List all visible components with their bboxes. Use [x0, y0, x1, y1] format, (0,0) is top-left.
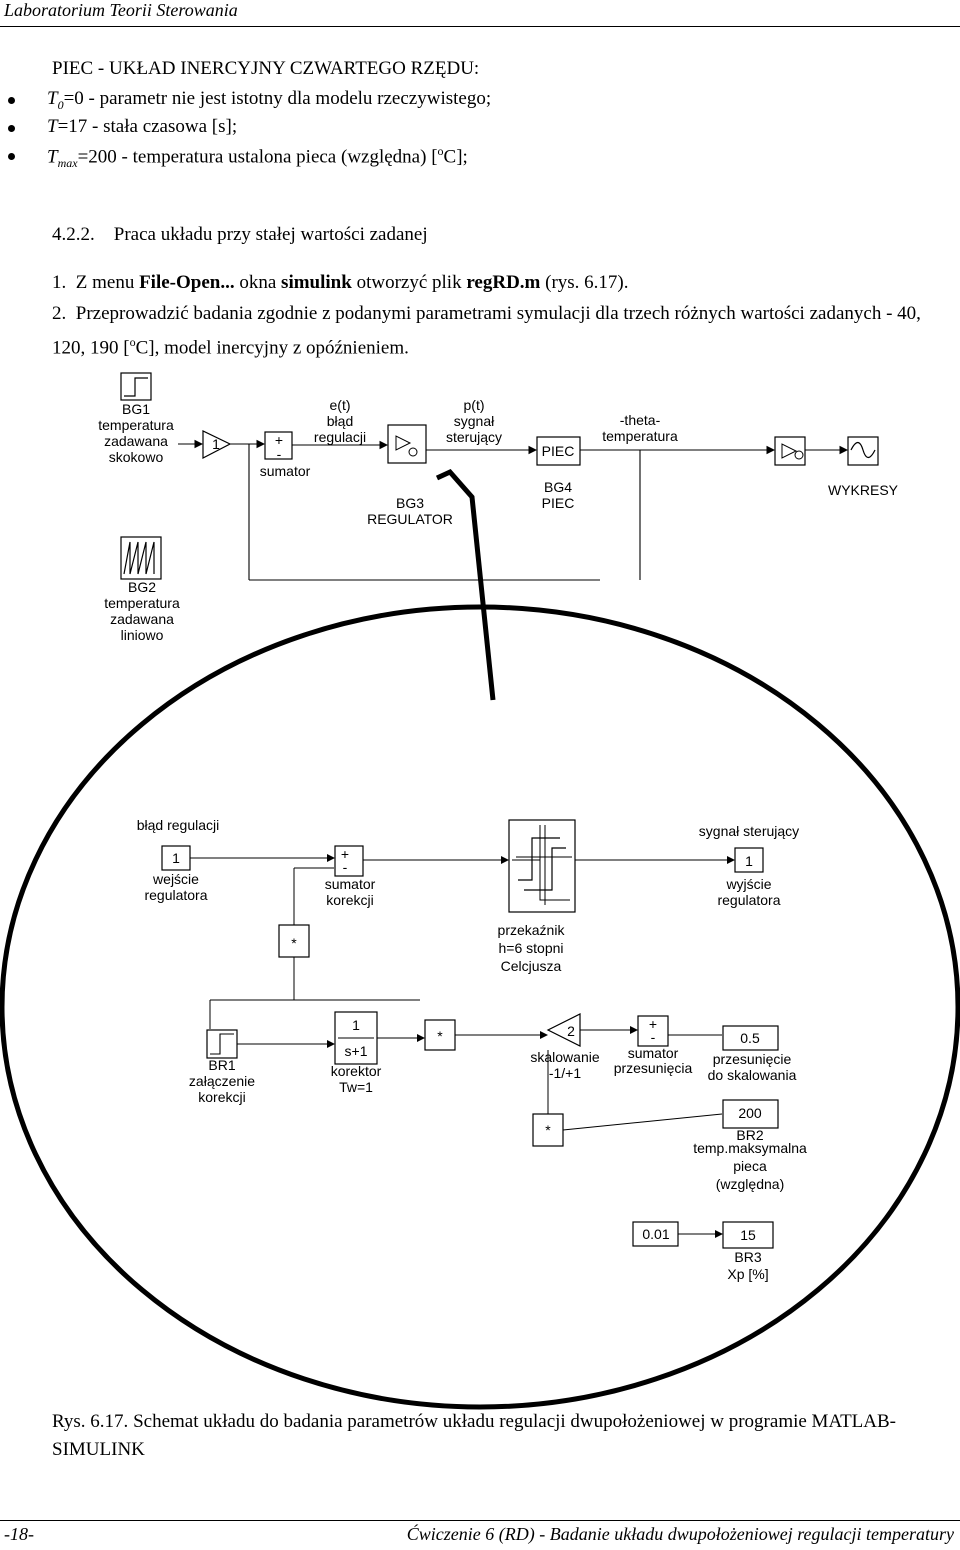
gain-1-value: 1 [212, 436, 220, 452]
svg-text:h=6 stopni: h=6 stopni [499, 940, 564, 956]
relay-block[interactable] [508, 819, 576, 913]
svg-text:błąd regulacji: błąd regulacji [137, 817, 220, 833]
svg-text:+: + [341, 846, 349, 862]
svg-text:sumator: sumator [325, 876, 376, 892]
svg-text:PIEC: PIEC [542, 495, 575, 511]
svg-text:przekaźnik: przekaźnik [498, 922, 566, 938]
bullet-dot-icon [8, 125, 15, 132]
svg-text:0.01: 0.01 [642, 1226, 669, 1242]
bullet-dot-icon [8, 97, 15, 104]
gain-2-icon[interactable] [546, 1013, 581, 1047]
svg-text:Xp [%]: Xp [%] [727, 1266, 768, 1282]
zoom-ellipse [0, 604, 960, 1410]
sum-przesuniecia-block[interactable] [637, 1015, 669, 1047]
subsection-heading: 4.2.2. Praca układu przy stałej wartości… [52, 224, 428, 245]
sumator-label: sumator [260, 463, 311, 479]
piec-block-label: PIEC [542, 443, 575, 459]
header-rule [0, 26, 960, 27]
svg-text:pieca: pieca [733, 1158, 767, 1174]
svg-text:skalowanie: skalowanie [530, 1049, 599, 1065]
section-title: PIEC - UKŁAD INERCYJNY CZWARTEGO RZĘDU: [52, 58, 480, 79]
svg-text:*: * [291, 935, 297, 951]
svg-text:korektor: korektor [331, 1063, 382, 1079]
svg-text:Tw=1: Tw=1 [339, 1079, 373, 1095]
svg-text:wejście: wejście [152, 871, 199, 887]
svg-text:+: + [649, 1016, 657, 1032]
svg-text:sumator: sumator [628, 1045, 679, 1061]
svg-text:BR2: BR2 [736, 1127, 763, 1143]
svg-text:(względna): (względna) [716, 1176, 784, 1192]
svg-text:zadawana: zadawana [104, 433, 168, 449]
step-source-icon[interactable] [120, 372, 152, 401]
svg-text:*: * [545, 1122, 551, 1138]
svg-text:temperatura: temperatura [104, 595, 180, 611]
svg-text:p(t): p(t) [464, 397, 485, 413]
svg-text:do skalowania: do skalowania [708, 1067, 797, 1083]
svg-text:sygnał: sygnał [454, 413, 495, 429]
svg-text:-theta-: -theta- [620, 412, 661, 428]
const-05-block[interactable] [722, 1025, 779, 1051]
svg-text:*: * [437, 1028, 443, 1044]
bullet-dot-icon [8, 153, 15, 160]
svg-text:0.5: 0.5 [740, 1030, 760, 1046]
svg-text:temperatura: temperatura [98, 417, 174, 433]
svg-text:sterujący: sterujący [446, 429, 502, 445]
svg-text:przesunięcia: przesunięcia [614, 1060, 693, 1076]
const-15-block[interactable] [722, 1221, 774, 1249]
bg1-label: BG1 [122, 401, 150, 417]
wykresy-label: WYKRESY [828, 482, 899, 498]
svg-text:zadawana: zadawana [110, 611, 174, 627]
svg-text:temp.maksymalna: temp.maksymalna [693, 1140, 807, 1156]
svg-text:korekcji: korekcji [326, 892, 373, 908]
svg-text:przesunięcie: przesunięcie [713, 1051, 792, 1067]
running-header: Laboratorium Teorii Sterowania [4, 0, 238, 20]
svg-text:s+1: s+1 [345, 1043, 368, 1059]
regulator-label: REGULATOR [367, 511, 453, 527]
svg-text:regulacji: regulacji [314, 429, 366, 445]
svg-text:korekcji: korekcji [198, 1089, 245, 1105]
ramp-source-icon[interactable] [120, 536, 162, 580]
step-2: 2. Przeprowadzić badania zgodnie z podan… [52, 303, 921, 359]
svg-text:200: 200 [738, 1105, 762, 1121]
svg-text:-: - [651, 1029, 656, 1045]
svg-text:1: 1 [745, 853, 753, 869]
sum-korekcji-block[interactable] [334, 845, 364, 877]
svg-text:regulatora: regulatora [717, 892, 780, 908]
svg-text:skokowo: skokowo [109, 449, 164, 465]
svg-text:-: - [343, 859, 348, 875]
svg-text:+: + [275, 432, 283, 448]
svg-text:BR3: BR3 [734, 1249, 761, 1265]
svg-text:temperatura: temperatura [602, 428, 678, 444]
svg-text:wyjście: wyjście [725, 876, 771, 892]
svg-text:e(t): e(t) [330, 397, 351, 413]
svg-text:Celcjusza: Celcjusza [501, 958, 562, 974]
svg-text:BG3: BG3 [396, 495, 424, 511]
svg-text:BR1: BR1 [208, 1057, 235, 1073]
svg-text:regulatora: regulatora [144, 887, 207, 903]
svg-text:załączenie: załączenie [189, 1073, 255, 1089]
svg-text:BG4: BG4 [544, 479, 572, 495]
svg-text:1: 1 [172, 850, 180, 866]
svg-text:1: 1 [352, 1017, 360, 1033]
figure-caption: Rys. 6.17. Schemat układu do badania par… [52, 1411, 897, 1460]
svg-text:2: 2 [567, 1023, 575, 1039]
svg-text:-: - [277, 446, 282, 462]
svg-text:liniowo: liniowo [121, 627, 164, 643]
outport-block[interactable] [734, 847, 764, 873]
step-1: 1. Z menu File-Open... okna simulink otw… [52, 272, 629, 293]
svg-text:błąd: błąd [327, 413, 353, 429]
page-number: -18- [4, 1524, 34, 1544]
svg-text:-1/+1: -1/+1 [549, 1065, 582, 1081]
svg-text:sygnał sterujący: sygnał sterujący [699, 823, 799, 839]
footer-rule [0, 1520, 960, 1521]
svg-text:15: 15 [740, 1227, 756, 1243]
const-200-block[interactable] [722, 1099, 779, 1129]
svg-text:BG2: BG2 [128, 579, 156, 595]
running-footer: Ćwiczenie 6 (RD) - Badanie układu dwupoł… [406, 1524, 954, 1544]
